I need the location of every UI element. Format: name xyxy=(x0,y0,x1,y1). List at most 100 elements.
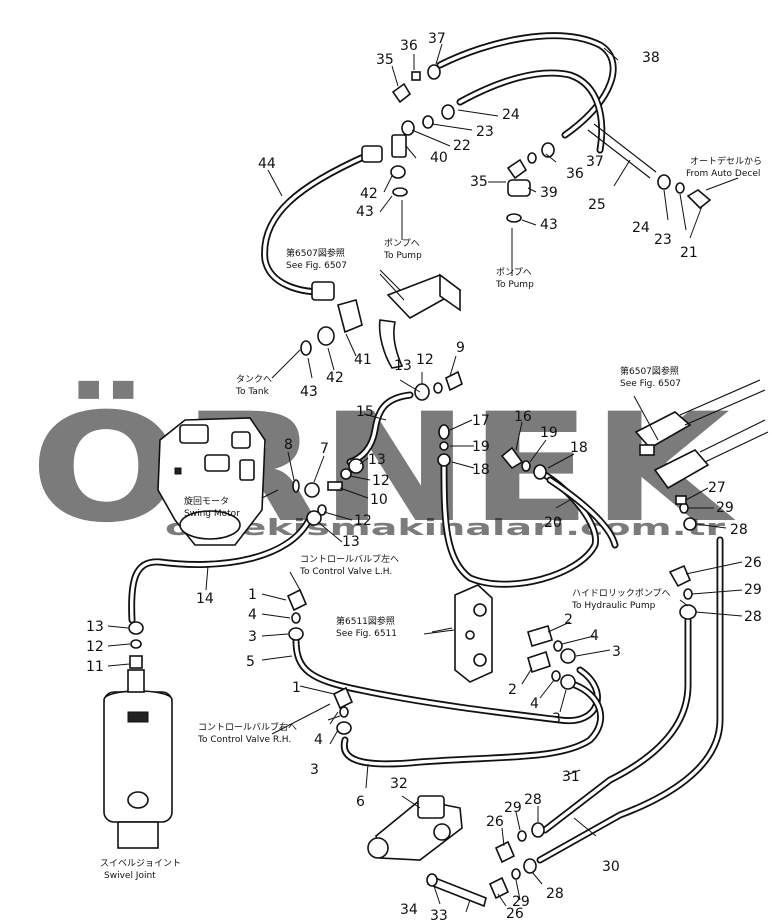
label-to-tank-en: To Tank xyxy=(235,387,270,397)
oring-29-right xyxy=(683,588,693,600)
annotations: オートデセルから From Auto Decel 第6507図参照 See Fi… xyxy=(100,155,762,881)
fitting-23-right xyxy=(675,182,685,194)
nut-28-lower-a xyxy=(531,822,545,838)
nut-37-top xyxy=(427,64,441,80)
nut-42-top xyxy=(390,165,406,179)
hose-end-44-bottom xyxy=(311,281,335,301)
part-number: 11 xyxy=(86,659,104,675)
oring-12-swivel xyxy=(130,639,142,649)
swivel-joint xyxy=(103,669,173,849)
block-6511 xyxy=(454,584,493,683)
block-40 xyxy=(391,134,407,158)
label-to-hydraulic-pump-jp: ハイドロリックポンプへ xyxy=(572,588,671,599)
part-number: 29 xyxy=(504,800,522,816)
part-number: 17 xyxy=(472,413,490,429)
part-number: 43 xyxy=(540,217,558,233)
elbow-1-bottom xyxy=(332,686,354,710)
part-number: 28 xyxy=(744,609,762,625)
valve-6507-right xyxy=(634,379,769,490)
elbow-35-right xyxy=(506,158,528,180)
nut-28-right xyxy=(679,604,697,620)
oring-36-top xyxy=(411,71,421,81)
label-to-hydraulic-pump-en: To Hydraulic Pump xyxy=(571,601,656,611)
label-swing-motor-en: Swing Motor xyxy=(184,509,240,519)
elbow-21 xyxy=(686,189,712,210)
part-number: 31 xyxy=(562,769,580,785)
part-number: 29 xyxy=(716,500,734,516)
part-number: 3 xyxy=(248,629,257,645)
part-number: 4 xyxy=(248,607,257,623)
oring-4-lower-right xyxy=(551,670,561,682)
part-number: 16 xyxy=(514,409,532,425)
part-number: 38 xyxy=(642,50,660,66)
oring-19-right xyxy=(521,460,531,472)
part-number: 12 xyxy=(372,473,390,489)
part-number: 40 xyxy=(430,150,448,166)
part-number: 35 xyxy=(376,52,394,68)
oring-4-bottom xyxy=(339,706,349,718)
part-number: 28 xyxy=(524,792,542,808)
part-number: 2 xyxy=(508,682,517,698)
part-number: 22 xyxy=(453,138,471,154)
nut-3-top xyxy=(288,627,304,641)
label-see-fig-6507-top-jp: 第6507図参照 xyxy=(286,247,345,259)
part-number: 9 xyxy=(456,340,465,356)
part-number: 37 xyxy=(586,154,604,170)
part-number: 19 xyxy=(472,439,490,455)
nut-3-lower-right xyxy=(560,674,576,690)
nut-13-swivel xyxy=(128,621,144,635)
hose-elbow-center xyxy=(378,319,404,369)
label-to-control-valve-lh-jp: コントロールバルブ左へ xyxy=(300,553,399,565)
part-number: 43 xyxy=(356,204,374,220)
elbow-1-top xyxy=(286,588,308,612)
part-number: 4 xyxy=(530,696,539,712)
part-number: 30 xyxy=(602,859,620,875)
part-number: 18 xyxy=(472,462,490,478)
part-number: 42 xyxy=(326,370,344,386)
elbow-16 xyxy=(500,446,524,470)
fitting-7 xyxy=(304,482,320,498)
part-number: 10 xyxy=(370,492,388,508)
washer-34 xyxy=(426,873,438,887)
part-number: 13 xyxy=(342,534,360,550)
elbow-9 xyxy=(445,370,463,392)
label-to-control-valve-rh-en: To Control Valve R.H. xyxy=(197,735,291,745)
label-swivel-joint-jp: スイベルジョイント xyxy=(100,859,181,869)
nut-13-center xyxy=(414,383,430,401)
label-see-fig-6507-right-jp: 第6507図参照 xyxy=(620,365,679,377)
part-number: 24 xyxy=(632,220,650,236)
part-number: 37 xyxy=(428,31,446,47)
part-number: 26 xyxy=(506,906,524,922)
nut-24-top xyxy=(441,104,455,120)
part-number: 41 xyxy=(354,352,372,368)
hose-end-44-top xyxy=(361,145,383,163)
label-to-tank-jp: タンクへ xyxy=(236,374,272,385)
nut-3-bottom xyxy=(336,721,352,735)
part-number: 12 xyxy=(354,513,372,529)
adapter-39 xyxy=(507,179,531,197)
oring-12-mid xyxy=(340,468,352,480)
fitting-17 xyxy=(438,424,450,440)
elbow-35-top xyxy=(391,82,412,104)
fitting-10 xyxy=(327,481,343,491)
part-number: 3 xyxy=(612,644,621,660)
oring-43-right xyxy=(506,213,522,223)
part-number: 3 xyxy=(552,711,561,727)
part-number: 29 xyxy=(512,894,530,910)
nut-3-upper-right xyxy=(560,648,576,664)
swing-motor xyxy=(157,417,266,546)
part-number: 13 xyxy=(368,452,386,468)
part-number: 27 xyxy=(708,480,726,496)
oring-19-left xyxy=(439,441,449,451)
part-number: 20 xyxy=(544,515,562,531)
part-number: 33 xyxy=(430,908,448,924)
part-number: 36 xyxy=(400,38,418,54)
part-number: 19 xyxy=(540,425,558,441)
fitting-22 xyxy=(401,120,415,136)
part-number: 15 xyxy=(356,404,374,420)
part-number: 29 xyxy=(744,582,762,598)
oring-4-upper-right xyxy=(553,640,563,652)
fitting-2-lower xyxy=(527,650,551,674)
part-number: 35 xyxy=(470,174,488,190)
